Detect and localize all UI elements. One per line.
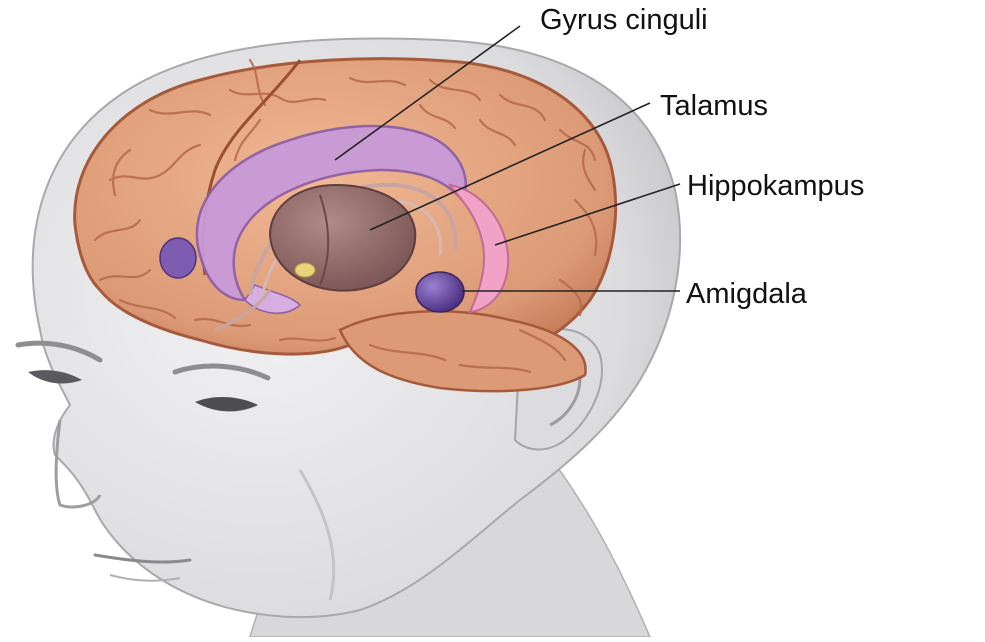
label-talamus: Talamus <box>660 92 768 121</box>
front-bulb <box>160 238 196 278</box>
talamus-shape <box>270 185 415 291</box>
label-gyrus-cinguli: Gyrus cinguli <box>540 6 708 35</box>
label-amigdala: Amigdala <box>686 280 807 309</box>
label-hippokampus: Hippokampus <box>687 172 864 201</box>
amigdala-shape <box>416 272 464 312</box>
